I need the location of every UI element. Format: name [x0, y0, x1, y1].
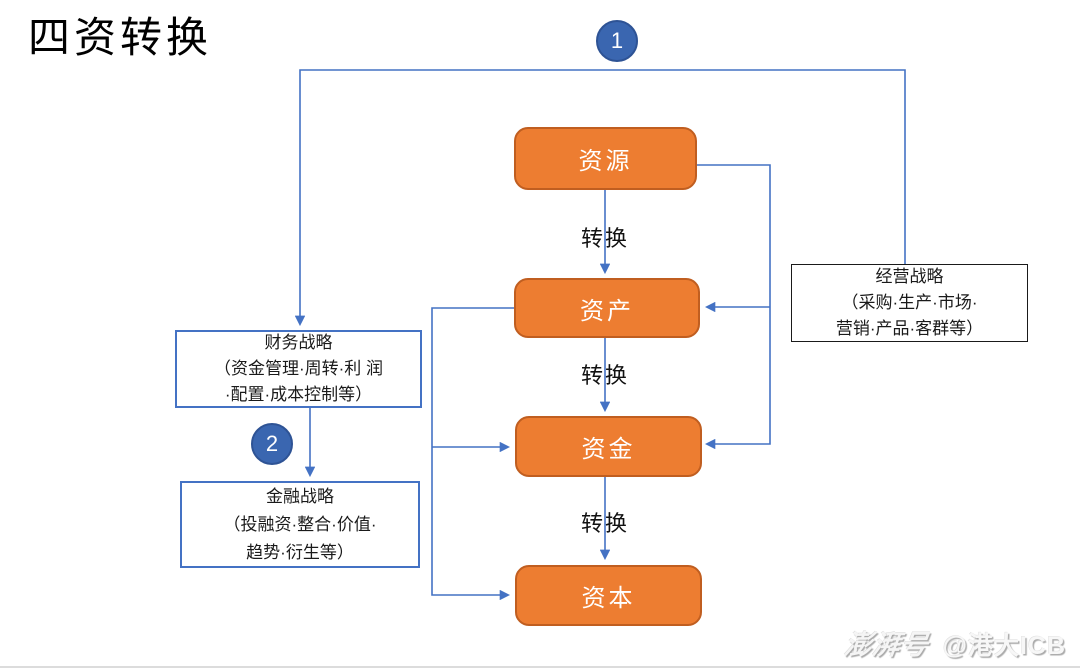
connector-strategies-top	[294, 69, 906, 327]
bottom-divider	[0, 666, 1080, 668]
sequence-badge-2: 2	[251, 423, 293, 465]
financial-strategy-line3: ·配置·成本控制等）	[224, 385, 373, 404]
watermark: 澎湃号 @港大ICB	[842, 623, 1066, 662]
business-strategy-title: 经营战略	[875, 267, 944, 286]
node-capital: 资本	[515, 565, 702, 626]
finance-strategy-line2: （投融资·整合·价值·	[223, 514, 377, 534]
transform-label-2: 转换	[580, 363, 629, 388]
node-assets-label: 资产	[580, 297, 634, 325]
node-resources-label: 资源	[578, 148, 633, 175]
connector-resources-right-to-funds	[697, 164, 771, 450]
watermark-account: @港大ICB	[942, 632, 1066, 660]
node-assets: 资产	[514, 278, 700, 338]
node-capital-label: 资本	[581, 585, 636, 612]
connector-assets-left-to-capital	[431, 307, 514, 601]
business-strategy-line3: 营销·产品·客群等）	[835, 319, 984, 338]
node-funds: 资金	[515, 416, 702, 477]
business-strategy-box: 经营战略 （采购·生产·市场· 营销·产品·客群等）	[791, 264, 1028, 342]
transform-label-1: 转换	[580, 226, 629, 251]
transform-label-3: 转换	[580, 511, 629, 536]
node-resources: 资源	[514, 127, 697, 190]
financial-strategy-box: 财务战略 （资金管理·周转·利 润 ·配置·成本控制等）	[175, 330, 422, 408]
financial-strategy-title: 财务战略	[264, 333, 333, 352]
node-funds-label: 资金	[581, 436, 636, 463]
business-strategy-line2: （采购·生产·市场·	[841, 293, 978, 312]
sequence-badge-1: 1	[596, 20, 638, 62]
finance-strategy-line3: 趋势·衍生等）	[246, 542, 354, 562]
finance-strategy-title: 金融战略	[266, 486, 334, 506]
financial-strategy-line2: （资金管理·周转·利 润	[213, 359, 384, 378]
watermark-brand-logo: 澎湃号	[842, 630, 931, 660]
page-title: 四资转换	[28, 14, 213, 61]
finance-strategy-box: 金融战略 （投融资·整合·价值· 趋势·衍生等）	[180, 481, 420, 568]
